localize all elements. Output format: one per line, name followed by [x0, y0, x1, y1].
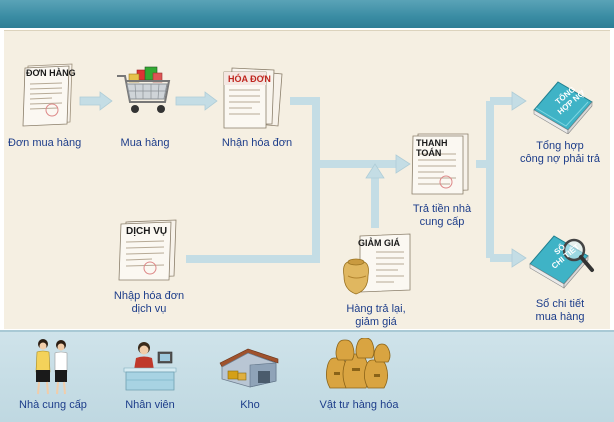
arrowhead-to-summary — [511, 91, 527, 111]
receive-invoice-node[interactable]: HÓA ĐƠN — [222, 66, 288, 130]
purchase-order-node[interactable]: ĐƠN HÀNG — [22, 62, 78, 128]
employee-item[interactable] — [122, 338, 178, 394]
service-invoice-label: Nhập hóa đơn dịch vụ — [104, 290, 194, 316]
diagram-canvas — [4, 30, 610, 329]
payables-summary-label: Tổng hợp công nợ phải trả — [510, 140, 610, 166]
shopping-cart-icon — [117, 66, 171, 113]
payment-label: Trả tiền nhà cung cấp — [392, 203, 492, 229]
invoice-doc-title: HÓA ĐƠN — [228, 74, 271, 84]
line-service-to-merge — [186, 164, 320, 263]
arrowhead-to-ledger — [511, 248, 527, 268]
employee-label: Nhân viên — [125, 399, 175, 411]
return-discount-label-line2: giảm giá — [355, 316, 397, 328]
service-invoice-node[interactable]: DỊCH VỤ — [118, 218, 180, 282]
summary-book-icon — [533, 81, 593, 135]
discount-document-icon — [343, 233, 411, 295]
footer-bar — [0, 330, 614, 422]
warehouse-item[interactable] — [218, 345, 280, 389]
service-document-icon — [118, 219, 177, 281]
service-invoice-label-line1: Nhập hóa đơn — [113, 290, 185, 302]
receive-invoice-label: Nhận hóa đơn — [221, 137, 293, 149]
payment-document-icon — [411, 133, 469, 195]
supplier-label: Nhà cung cấp — [19, 399, 87, 411]
arrow-purchase-to-invoice — [175, 91, 218, 111]
connectors — [79, 91, 527, 268]
purchase-node[interactable] — [115, 64, 175, 124]
payment-label-line2: cung cấp — [419, 216, 465, 228]
payment-node[interactable]: THANH TOÁN — [410, 130, 472, 196]
purchase-order-doc-title: ĐƠN HÀNG — [26, 68, 76, 78]
arrowhead-return-up — [365, 163, 385, 179]
purchase-order-document-icon — [22, 63, 73, 127]
goods-item[interactable] — [322, 337, 394, 392]
arrow-order-to-purchase — [79, 91, 113, 111]
purchase-ledger-label-line1: Sổ chi tiết — [535, 298, 585, 310]
purchase-order-label: Đơn mua hàng — [8, 137, 82, 149]
discount-doc-title: GIẢM GIÁ — [358, 238, 400, 248]
warehouse-label: Kho — [240, 399, 260, 411]
payment-label-line1: Trả tiền nhà — [412, 203, 472, 215]
vase-icon — [343, 258, 369, 295]
service-doc-title: DỊCH VỤ — [126, 226, 168, 237]
return-discount-label-line1: Hàng trả lại, — [346, 303, 406, 315]
warehouse-icon — [219, 348, 279, 388]
purchase-ledger-node[interactable]: SỔ CHI TIẾT — [526, 226, 600, 290]
purchase-ledger-label-line2: mua hàng — [535, 311, 585, 323]
service-invoice-label-line2: dịch vụ — [131, 303, 167, 315]
payables-summary-node[interactable]: TỔNG HỢP NỢ — [530, 72, 594, 135]
payables-summary-label-line2: công nợ phải trả — [520, 153, 600, 165]
ledger-book-icon — [529, 235, 594, 289]
payment-doc-title: THANH TOÁN — [416, 138, 448, 158]
arrowhead-to-payment — [395, 154, 411, 174]
supplier-item[interactable] — [30, 336, 74, 396]
magnifier-icon — [562, 238, 594, 272]
header-bar — [0, 0, 614, 28]
purchase-label: Mua hàng — [120, 137, 170, 149]
purchase-ledger-label: Sổ chi tiết mua hàng — [510, 298, 610, 324]
goods-label: Vật tư hàng hóa — [319, 399, 399, 411]
invoice-document-icon — [223, 67, 283, 129]
line-invoice-to-merge — [290, 97, 320, 164]
goods-sacks-icon — [326, 337, 391, 389]
payables-summary-label-line1: Tổng hợp — [536, 140, 584, 152]
employee-desk-icon — [123, 342, 177, 391]
return-discount-node[interactable]: GIẢM GIÁ — [338, 232, 414, 296]
supplier-people-icon — [35, 339, 68, 395]
return-discount-label: Hàng trả lại, giảm giá — [326, 303, 426, 329]
